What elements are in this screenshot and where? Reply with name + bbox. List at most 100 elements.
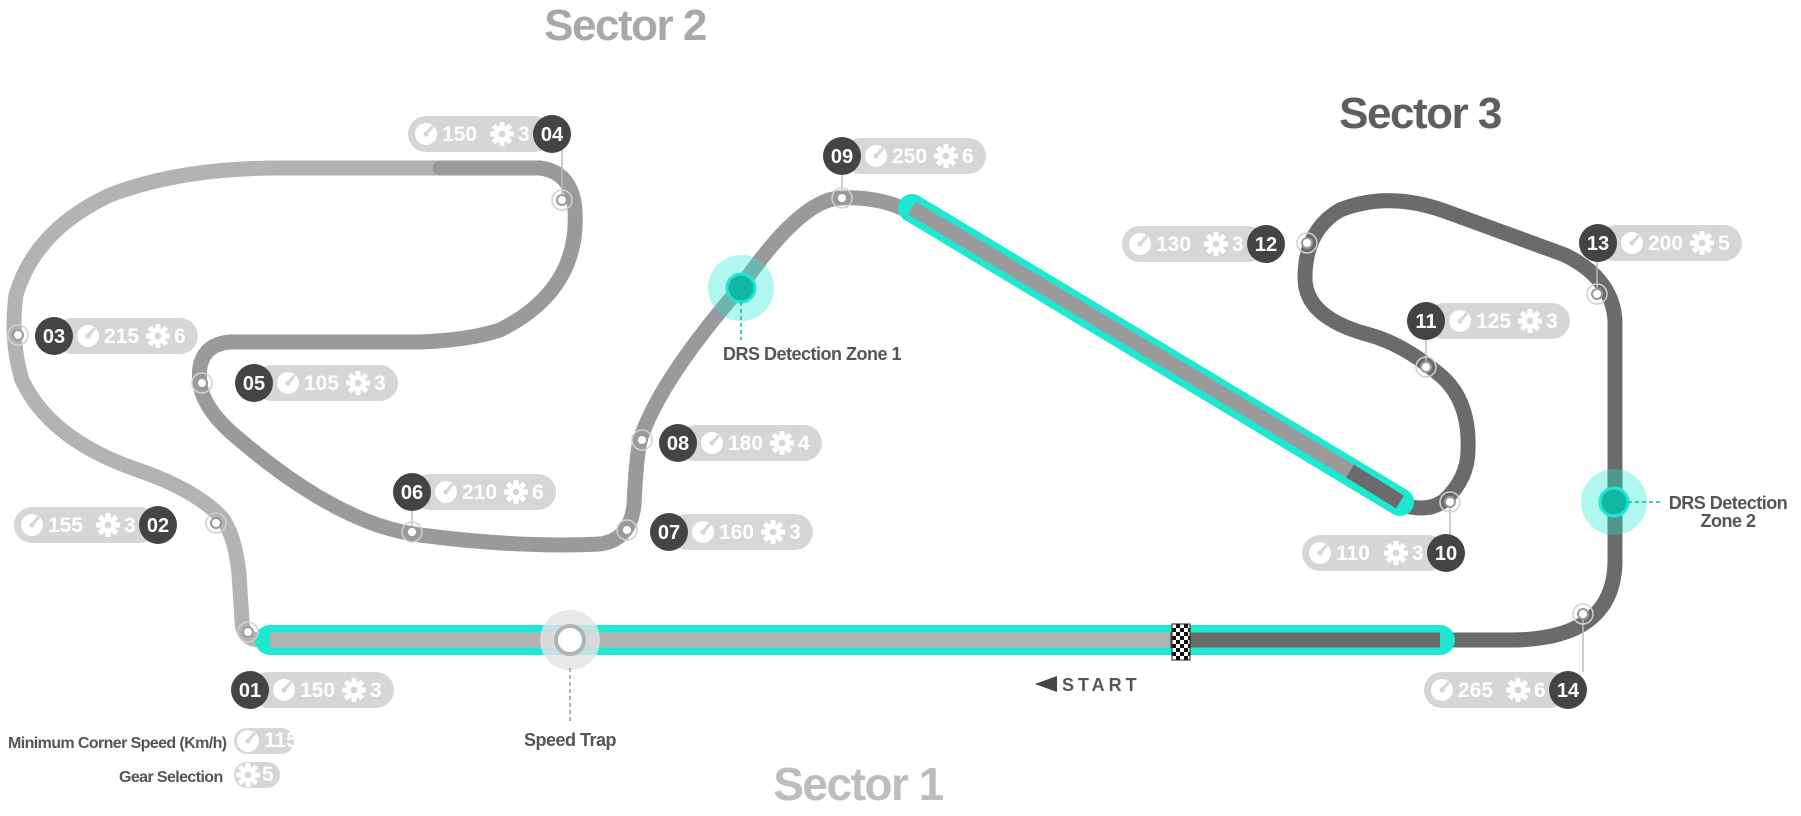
- stat-pill-bg: [408, 116, 552, 152]
- corner-marker-ring: [631, 429, 653, 451]
- legend-gear-pill: 5: [234, 762, 280, 788]
- gear-icon: [346, 371, 370, 395]
- corner-number: 02: [147, 515, 169, 537]
- corner-number-badge: [659, 424, 697, 462]
- gauge-icon: [413, 121, 439, 147]
- gauge-icon: [699, 430, 725, 456]
- corner-speed: 215: [104, 325, 139, 348]
- track-back-straight: [908, 201, 1354, 478]
- corner-stat-pill: 150 3 04: [408, 115, 571, 153]
- corner-gear: 3: [1232, 233, 1244, 256]
- corner-marker: [556, 194, 568, 206]
- gauge-icon: [1447, 308, 1473, 334]
- gauge-icon: [235, 728, 261, 754]
- corner-marker: [636, 434, 648, 446]
- corner-gear: 3: [124, 514, 136, 537]
- corner-number-badge: [1247, 225, 1285, 263]
- corner-speed: 155: [48, 514, 83, 537]
- corner-gear: 3: [518, 123, 530, 146]
- corner-gear: 5: [1718, 232, 1730, 255]
- legend-speed-value: 115: [264, 729, 298, 752]
- corner-number: 05: [243, 373, 265, 395]
- track-sector-3: [902, 193, 1623, 648]
- corner-number: 01: [239, 680, 261, 702]
- corner-marker: [12, 329, 24, 341]
- corner-stat-pill: 155 3 02: [14, 506, 177, 544]
- sector-1-title: Sector 1: [773, 758, 943, 810]
- gauge-icon: [1127, 231, 1153, 257]
- gear-icon: [490, 122, 514, 146]
- drs-detection-2-label-line1: DRS Detection: [1669, 493, 1788, 513]
- corner-marker-ring: [1439, 491, 1461, 513]
- corner-number-badge: [533, 115, 571, 153]
- gear-icon: [1506, 678, 1530, 702]
- track-back-straight-dark: [1346, 464, 1404, 509]
- gauge-icon: [1429, 677, 1455, 703]
- corner-number-badge: [1427, 534, 1465, 572]
- corner-number-badge: [139, 506, 177, 544]
- legend: Minimum Corner Speed (Km/h) 115 Gear Sel…: [8, 728, 298, 788]
- corner-marker-ring: [401, 521, 423, 543]
- gauge-icon: [1619, 230, 1645, 256]
- stat-pill-bg: [1424, 672, 1568, 708]
- corner-marker-ring: [1572, 603, 1594, 625]
- corner-04: 150 3 04: [408, 115, 573, 211]
- stat-pill-bg: [1122, 226, 1266, 262]
- gear-icon: [236, 763, 260, 787]
- corner-number: 13: [1587, 233, 1609, 255]
- corner-speed: 160: [719, 521, 754, 544]
- gauge-icon: [863, 143, 889, 169]
- corner-number: 06: [401, 482, 423, 504]
- corner-number-badge: [1549, 671, 1587, 709]
- start-label: START: [1062, 675, 1141, 695]
- start-marker: START: [1035, 675, 1141, 695]
- corner-number: 10: [1435, 543, 1457, 565]
- gear-icon: [1384, 541, 1408, 565]
- corner-number: 04: [541, 124, 564, 146]
- legend-gear-label: Gear Selection: [119, 769, 223, 786]
- corner-marker: [1420, 361, 1432, 373]
- start-finish-line: [1171, 623, 1191, 661]
- gauge-icon: [690, 519, 716, 545]
- gear-icon: [1204, 232, 1228, 256]
- corner-number-badge: [231, 671, 269, 709]
- corner-gear: 6: [532, 481, 544, 504]
- corner-speed: 125: [1476, 310, 1511, 333]
- corner-marker: [406, 526, 418, 538]
- gear-icon: [96, 513, 120, 537]
- gauge-icon: [271, 677, 297, 703]
- speed-trap: Speed Trap: [524, 610, 617, 750]
- corner-speed: 180: [728, 432, 763, 455]
- stat-pill-bg: [14, 507, 158, 543]
- gauge-icon: [1307, 540, 1333, 566]
- corner-speed: 200: [1648, 232, 1683, 255]
- drs-detection-1-marker: [725, 272, 757, 304]
- corner-gear: 3: [1546, 310, 1558, 333]
- corner-marker: [621, 524, 633, 536]
- corner-speed: 130: [1156, 233, 1191, 256]
- corner-number-badge: [823, 137, 861, 175]
- corner-marker-ring: [551, 189, 573, 211]
- stat-pill-bg: [1302, 535, 1446, 571]
- corner-number-badge: [650, 513, 688, 551]
- legend-speed-pill: 115: [234, 728, 298, 754]
- corner-marker-ring: [205, 512, 227, 534]
- sector-2-title: Sector 2: [544, 1, 706, 50]
- corner-stat-pill: 200 5 13: [1579, 224, 1742, 262]
- corner-number-badge: [35, 317, 73, 355]
- legend-speed-label: Minimum Corner Speed (Km/h): [8, 735, 227, 752]
- corner-speed: 150: [442, 123, 477, 146]
- corner-gear: 3: [370, 679, 382, 702]
